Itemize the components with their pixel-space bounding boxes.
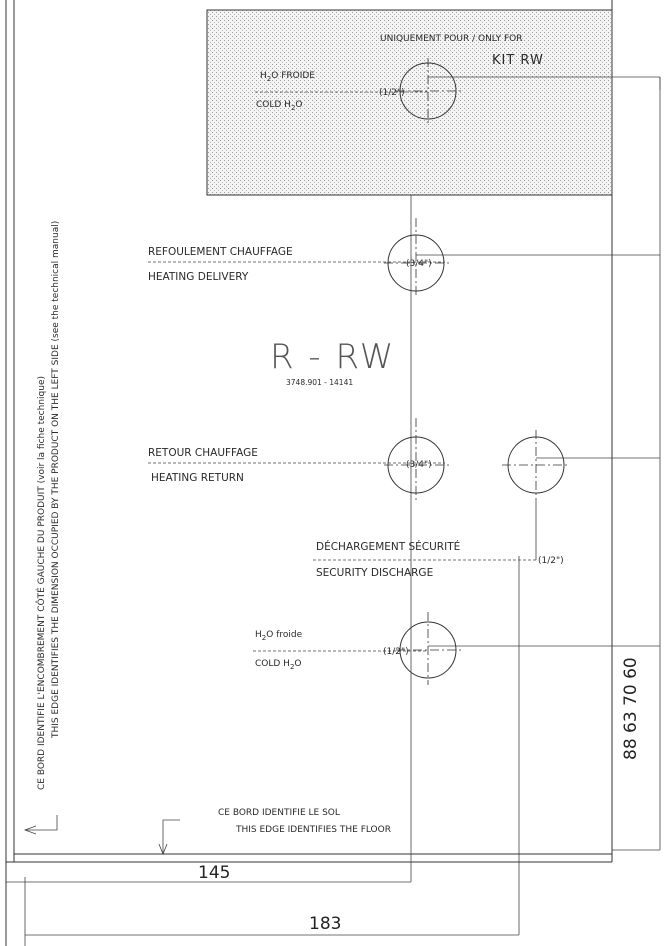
floor-note-en: THIS EDGE IDENTIFIES THE FLOOR [235, 825, 391, 835]
security-discharge-label-en: SECURITY DISCHARGE [316, 567, 433, 579]
vertical-dimensions: 88 63 70 60 [612, 77, 661, 851]
cold-top-size: (1/2") [379, 88, 405, 98]
heating-delivery-label-fr: REFOULEMENT CHAUFFAGE [148, 246, 293, 258]
horizontal-dimensions: 145 183 [6, 863, 519, 936]
cold-bottom-label-fr: H2O froide [255, 630, 303, 642]
cold-top-label-en: COLD H2O [256, 100, 303, 112]
cold-top-label-fr: H2O FROIDE [260, 71, 315, 83]
cold-bottom-size: (1/2") [383, 647, 409, 657]
security-discharge-size: (1/2") [538, 556, 564, 566]
connection-heating-delivery: REFOULEMENT CHAUFFAGE HEATING DELIVERY (… [148, 218, 660, 298]
model-codes: 3748.901 - 14141 [286, 378, 353, 387]
connection-heating-return: RETOUR CHAUFFAGE HEATING RETURN (3/4") [148, 418, 450, 500]
kit-zone-header: UNIQUEMENT POUR / ONLY FOR [380, 34, 523, 44]
vertical-dimension-values: 88 63 70 60 [621, 657, 641, 760]
floor-edge-note: CE BORD IDENTIFIE LE SOL THIS EDGE IDENT… [158, 808, 391, 856]
heating-delivery-size: (3/4") [406, 259, 432, 269]
connection-cold-water-bottom: H2O froide COLD H2O (1/2") [253, 612, 660, 685]
left-edge-note: CE BORD IDENTIFIE L'ENCOMBREMENT CÔTÉ GA… [23, 221, 61, 835]
heating-delivery-label-en: HEATING DELIVERY [148, 271, 249, 283]
cold-bottom-label-en: COLD H2O [255, 659, 302, 671]
horizontal-dimension-145: 145 [198, 863, 230, 883]
connection-security-discharge: DÉCHARGEMENT SÉCURITÉ SECURITY DISCHARGE… [313, 430, 660, 935]
left-edge-note-en: THIS EDGE IDENTIFIES THE DIMENSION OCCUP… [51, 221, 61, 739]
heating-return-size: (3/4") [406, 460, 432, 470]
security-discharge-label-fr: DÉCHARGEMENT SÉCURITÉ [316, 540, 460, 553]
horizontal-dimension-183: 183 [309, 914, 341, 934]
model-block: R - RW 3748.901 - 14141 [270, 337, 395, 387]
connection-cold-water-top: H2O FROIDE COLD H2O (1/2") [255, 58, 661, 126]
heating-return-label-fr: RETOUR CHAUFFAGE [148, 447, 258, 459]
kit-name: KIT RW [492, 53, 544, 68]
heating-return-label-en: HEATING RETURN [151, 472, 244, 484]
floor-note-fr: CE BORD IDENTIFIE LE SOL [218, 808, 340, 818]
kit-rw-zone: UNIQUEMENT POUR / ONLY FOR KIT RW [206, 9, 613, 196]
model-name: R - RW [270, 337, 395, 377]
left-edge-note-fr: CE BORD IDENTIFIE L'ENCOMBREMENT CÔTÉ GA… [35, 376, 47, 790]
